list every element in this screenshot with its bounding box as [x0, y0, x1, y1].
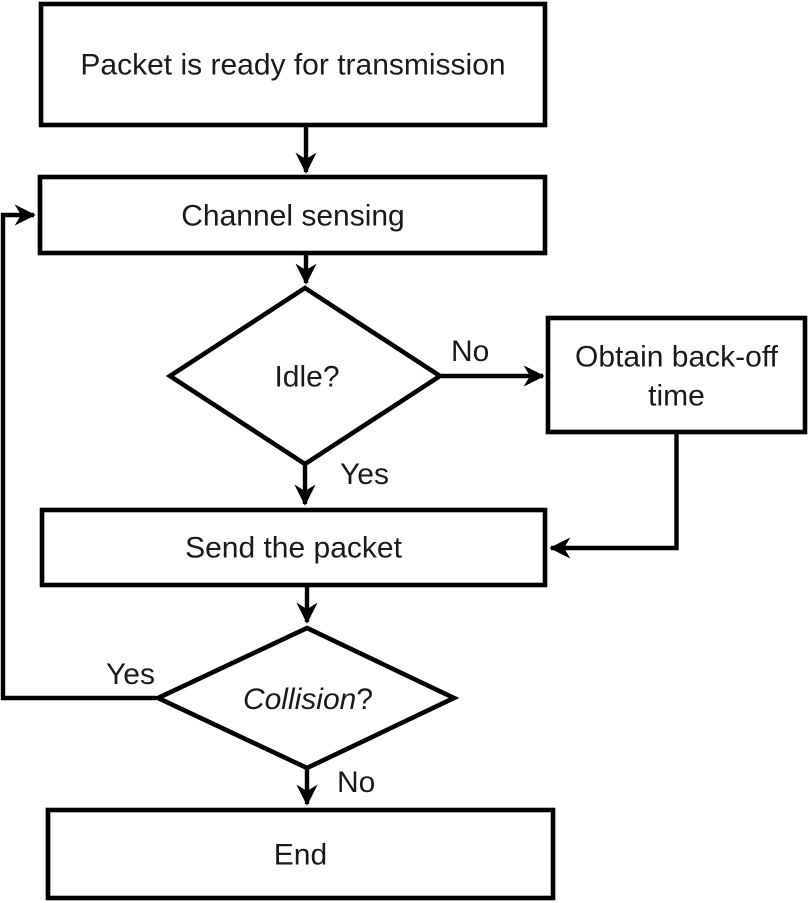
node-end	[45, 807, 556, 901]
edge-label-idle-yes: Yes	[340, 458, 389, 491]
node-collision-decision	[152, 625, 460, 771]
node-collision-decision-label: Collision?	[243, 683, 373, 716]
node-start	[38, 1, 548, 128]
edge-label-collision-no: No	[337, 766, 375, 799]
node-send-packet	[39, 507, 548, 588]
collision-word: Collision	[243, 683, 356, 716]
node-channel-sensing-label: Channel sensing	[181, 200, 405, 233]
edge-label-collision-yes: Yes	[106, 658, 155, 691]
node-idle-decision-label: Idle?	[274, 361, 339, 394]
edge-collision-yes-to-channel-sensing	[0, 204, 156, 701]
edge-label-idle-no: No	[451, 335, 489, 368]
node-end-label: End	[274, 839, 327, 872]
node-obtain-backoff	[545, 315, 808, 435]
node-obtain-backoff-label-line1: Obtain back-off	[575, 341, 779, 374]
node-start-label: Packet is ready for transmission	[80, 49, 505, 82]
node-channel-sensing	[37, 174, 548, 256]
edge-backoff-to-send	[549, 432, 679, 559]
node-idle-decision	[165, 285, 445, 467]
collision-question-mark: ?	[356, 683, 373, 716]
node-send-packet-label: Send the packet	[185, 532, 402, 565]
node-obtain-backoff-label-line2: time	[648, 380, 705, 413]
